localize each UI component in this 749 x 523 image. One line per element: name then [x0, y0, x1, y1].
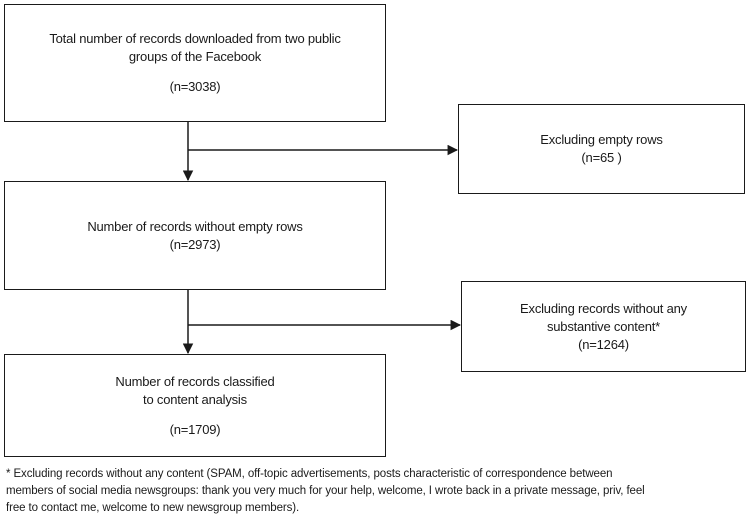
total-records-box: Total number of records downloaded from … [4, 4, 386, 122]
records-classified-label-line1: Number of records classified [115, 373, 275, 389]
footnote-line3: free to contact me, welcome to new newsg… [6, 502, 300, 514]
excluding-empty-rows-box: Excluding empty rows (n=65 ) [458, 104, 745, 194]
records-classified-box: Number of records classified to content … [4, 354, 386, 457]
footnote-line2: members of social media newsgroups: than… [6, 485, 645, 497]
excluding-no-content-count: (n=1264) [578, 336, 629, 352]
records-without-empty-rows-box: Number of records without empty rows (n=… [4, 181, 386, 290]
total-records-label-line2: groups of the Facebook [128, 49, 262, 64]
records-classified-count: (n=1709) [169, 421, 221, 437]
excluding-no-content-label-line2: substantive content* [546, 318, 661, 334]
footnote-line1: * Excluding records without any content … [6, 468, 613, 480]
excluding-empty-rows-count: (n=65 ) [581, 150, 622, 165]
excluding-no-content-box: Excluding records without any substantiv… [461, 281, 746, 372]
records-without-empty-rows-count: (n=2973) [169, 236, 221, 252]
excluding-no-content-label-line1: Excluding records without any [520, 300, 687, 316]
records-classified-label-line2: to content analysis [143, 391, 247, 407]
excluding-empty-rows-label: Excluding empty rows [540, 132, 663, 147]
total-records-count: (n=3038) [169, 79, 221, 94]
footnote: * Excluding records without any content … [6, 466, 746, 517]
total-records-label-line1: Total number of records downloaded from … [49, 31, 341, 46]
records-without-empty-rows-label: Number of records without empty rows [87, 218, 303, 234]
